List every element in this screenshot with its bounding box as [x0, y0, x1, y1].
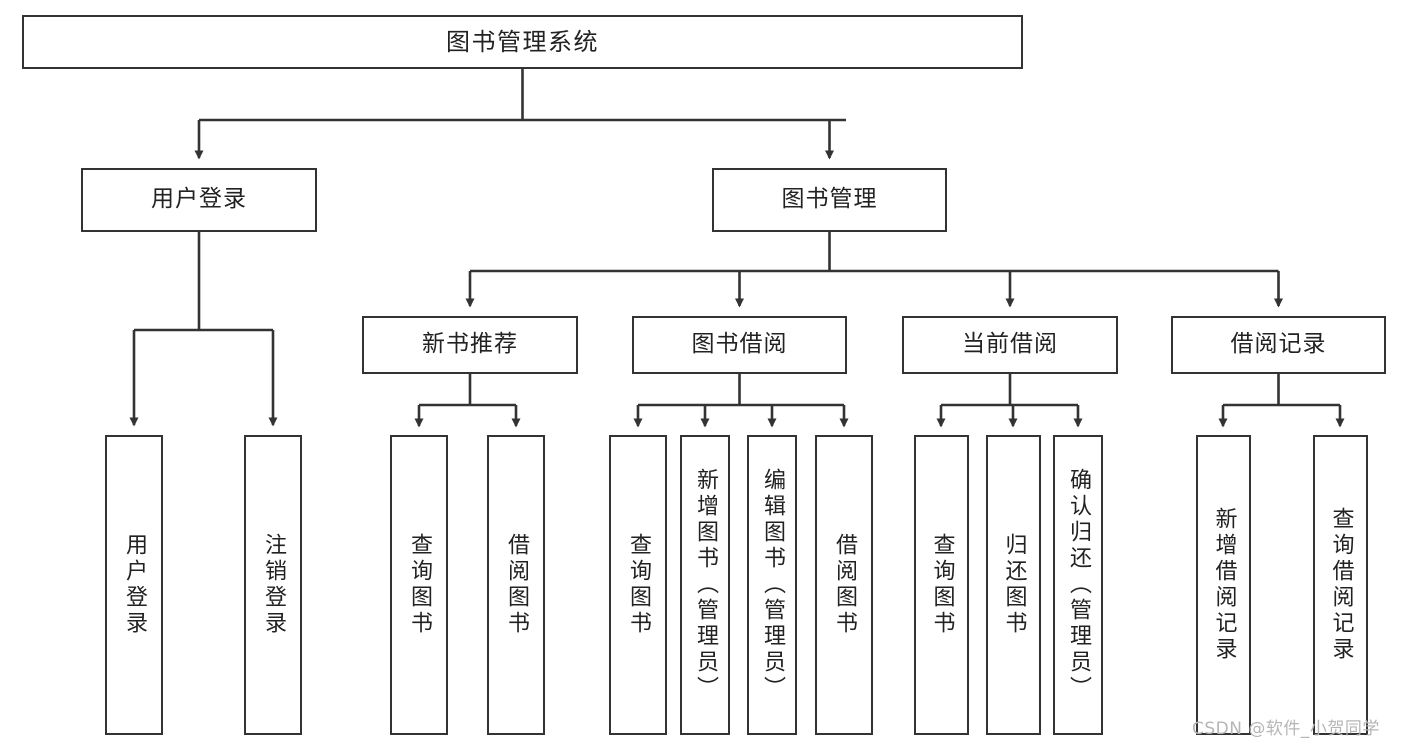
node-leaf-confirm-return-admin[interactable]: 确认归还（管理员）	[1053, 435, 1103, 735]
node-label: 图书借阅	[691, 331, 788, 358]
node-leaf-borrow-book-recommend[interactable]: 借阅图书	[487, 435, 545, 735]
node-leaf-add-book-admin[interactable]: 新增图书（管理员）	[680, 435, 730, 735]
node-label: 新增图书（管理员）	[693, 468, 718, 702]
node-leaf-return-book[interactable]: 归还图书	[986, 435, 1041, 735]
node-label: 图书管理	[781, 186, 878, 213]
node-label: 用户登录	[122, 533, 147, 637]
node-leaf-add-borrow-record[interactable]: 新增借阅记录	[1196, 435, 1251, 735]
node-new-book-recommend[interactable]: 新书推荐	[362, 316, 578, 374]
node-leaf-query-book-recommend[interactable]: 查询图书	[390, 435, 448, 735]
node-label: 借阅图书	[504, 533, 529, 637]
node-leaf-borrow-book[interactable]: 借阅图书	[815, 435, 873, 735]
node-label: 新书推荐	[422, 331, 518, 358]
node-label: 用户登录	[151, 186, 247, 213]
csdn-watermark: CSDN @软件_小贺同学	[1192, 719, 1380, 739]
node-label: 当前借阅	[962, 331, 1058, 358]
node-label: 新增借阅记录	[1211, 507, 1237, 663]
node-label: 注销登录	[261, 533, 286, 637]
node-label: 查询图书	[626, 533, 651, 637]
node-label: 归还图书	[1001, 533, 1027, 637]
node-book-manage[interactable]: 图书管理	[712, 168, 947, 232]
node-borrow-record[interactable]: 借阅记录	[1171, 316, 1386, 374]
node-label: 编辑图书（管理员）	[760, 468, 785, 702]
node-leaf-query-borrow-record[interactable]: 查询借阅记录	[1313, 435, 1368, 735]
node-label: 借阅图书	[832, 533, 857, 637]
node-label: 查询图书	[407, 533, 432, 637]
node-user-login[interactable]: 用户登录	[81, 168, 317, 232]
node-leaf-query-book-borrow[interactable]: 查询图书	[609, 435, 667, 735]
node-leaf-user-login[interactable]: 用户登录	[105, 435, 163, 735]
node-label: 借阅记录	[1230, 331, 1327, 358]
node-root-system[interactable]: 图书管理系统	[22, 15, 1023, 69]
node-label: 查询借阅记录	[1328, 507, 1354, 663]
node-leaf-edit-book-admin[interactable]: 编辑图书（管理员）	[747, 435, 797, 735]
node-leaf-logout-login[interactable]: 注销登录	[244, 435, 302, 735]
node-label: 图书管理系统	[446, 27, 599, 56]
node-current-borrow[interactable]: 当前借阅	[902, 316, 1118, 374]
node-leaf-query-book-current[interactable]: 查询图书	[914, 435, 969, 735]
node-label: 查询图书	[929, 533, 955, 637]
node-book-borrow[interactable]: 图书借阅	[632, 316, 847, 374]
node-label: 确认归还（管理员）	[1066, 468, 1091, 702]
